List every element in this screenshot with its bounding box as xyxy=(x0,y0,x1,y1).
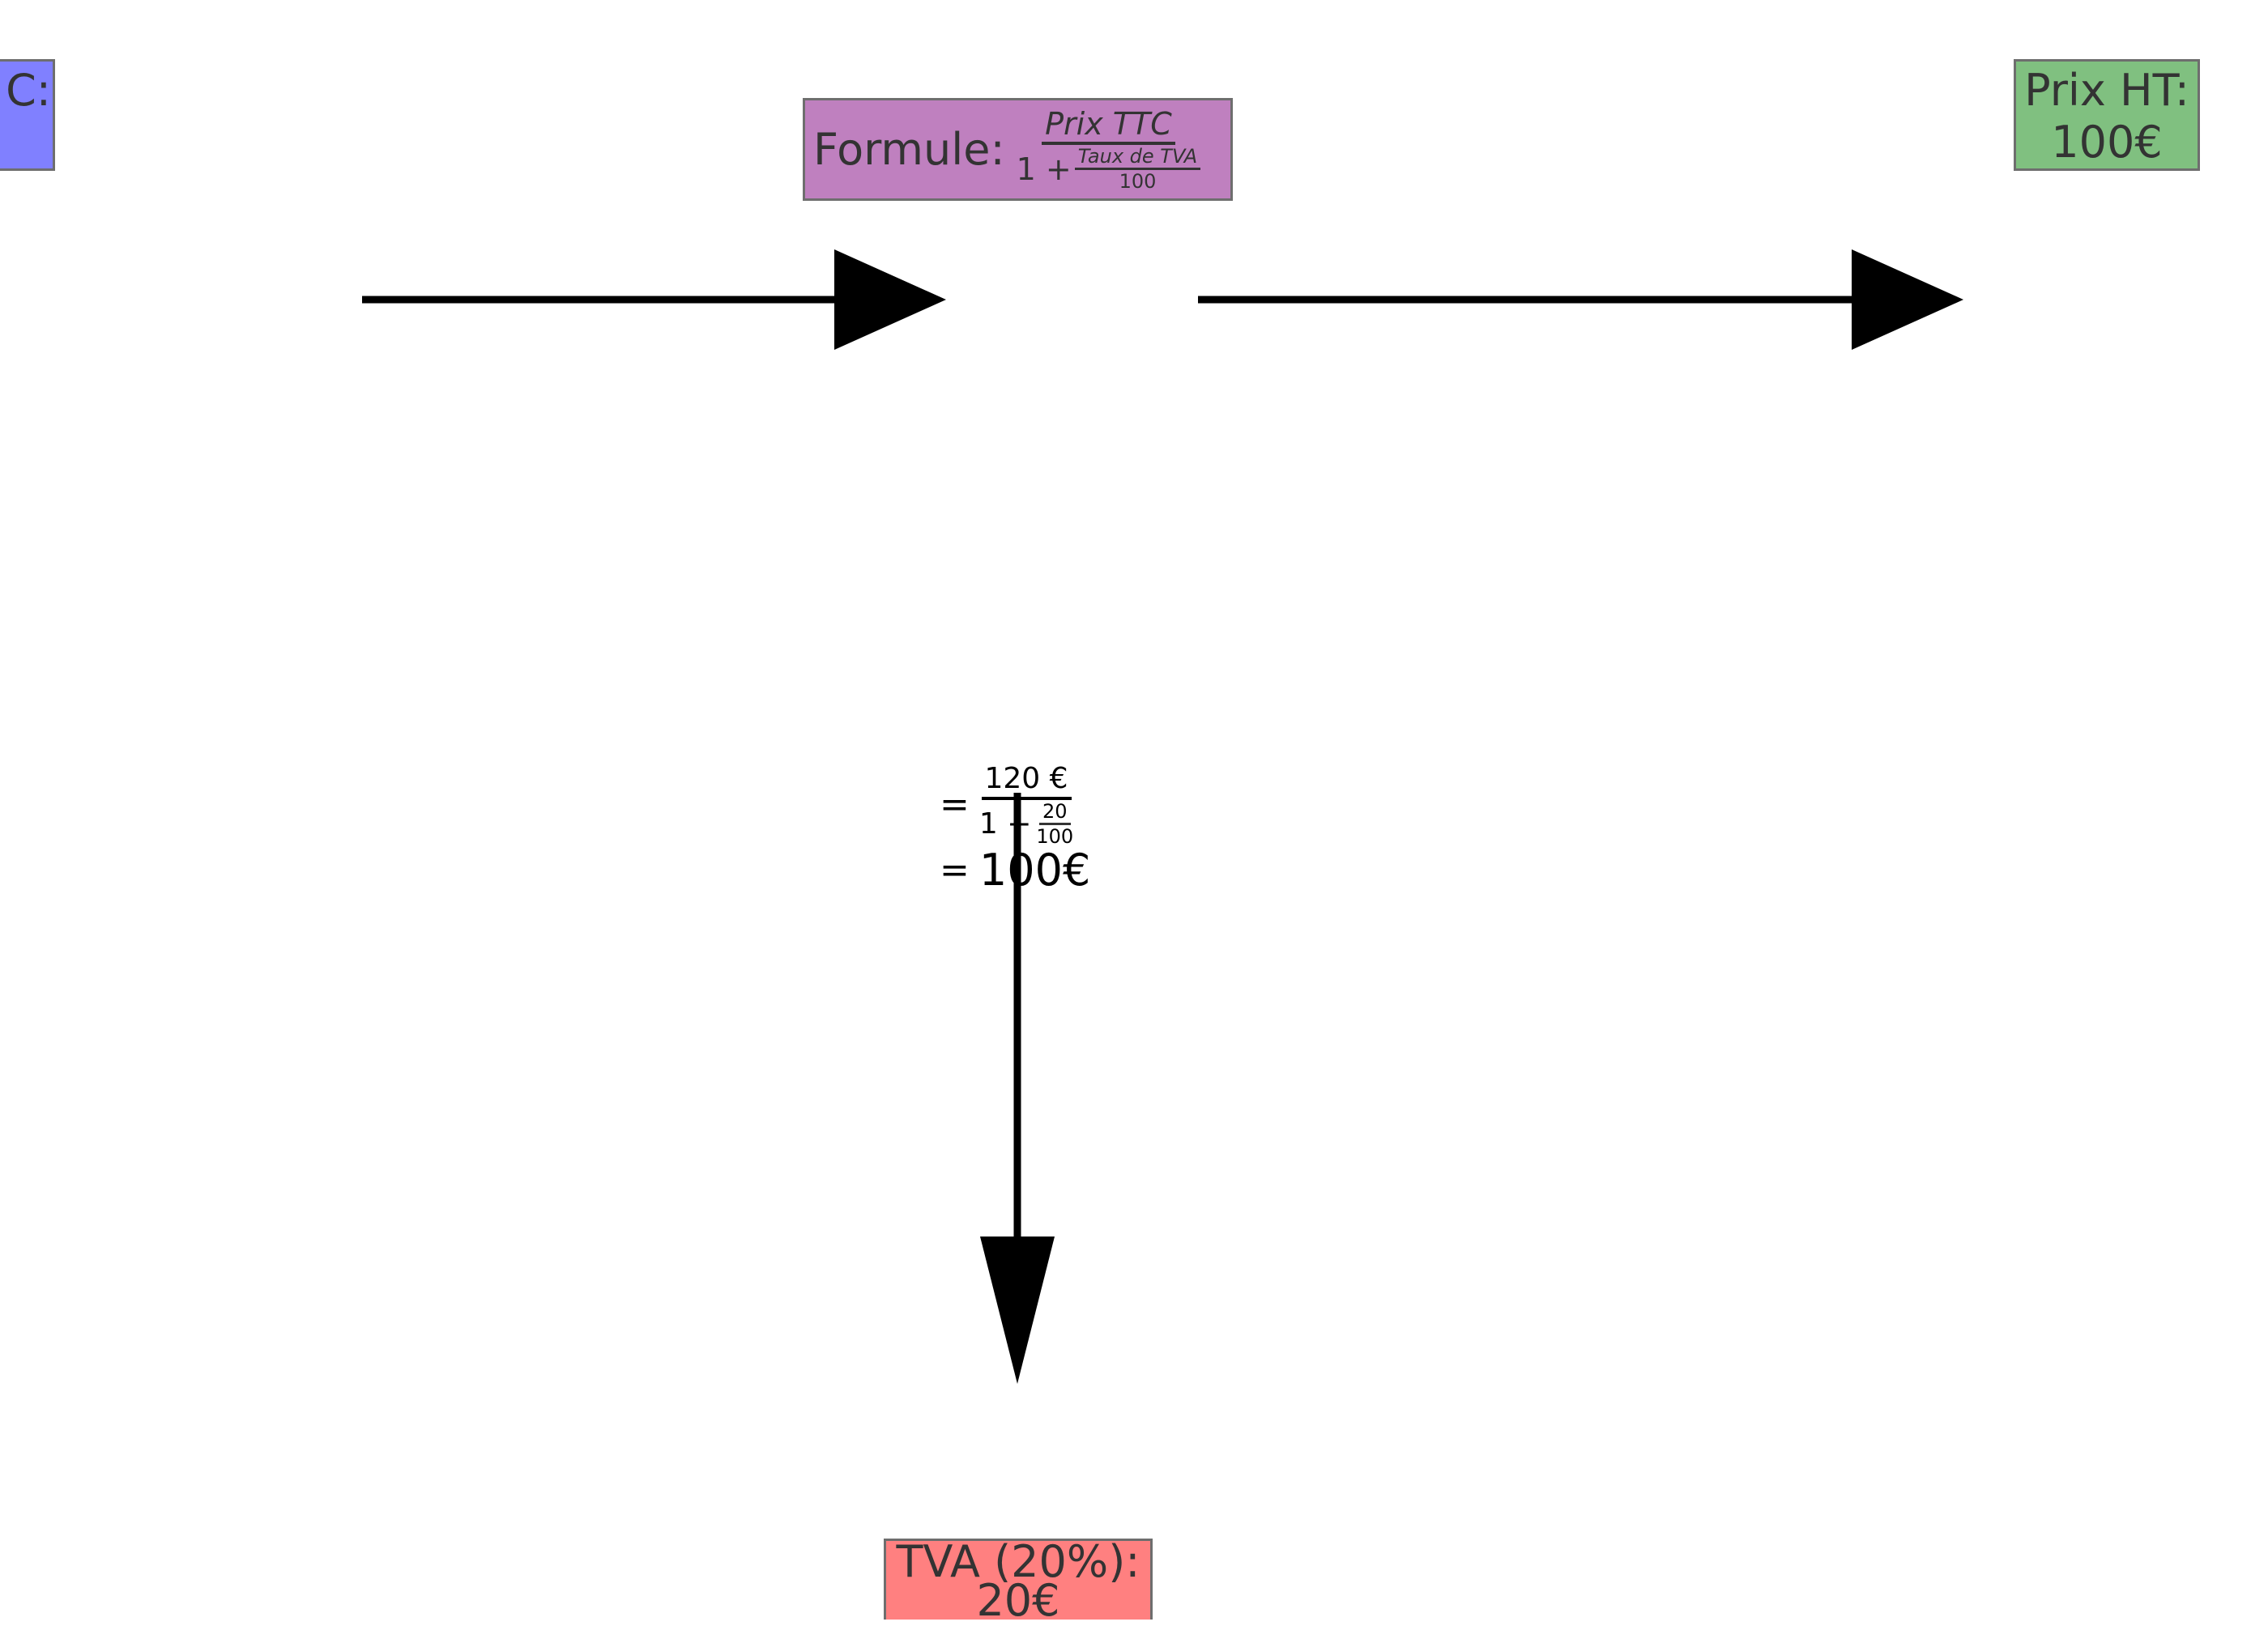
calc-numerator: 120 € xyxy=(981,761,1072,800)
prix-ht-label: Prix HT: xyxy=(2024,65,2189,116)
formula-fraction: Prix TTC 1 + Taux de TVA 100 xyxy=(1017,106,1201,193)
tva-value: 20€ xyxy=(976,1575,1060,1626)
calculation: = 120 € 1 + 20 100 = 100€ xyxy=(940,761,1090,896)
equals-sign: = xyxy=(940,784,970,825)
formula-numerator: Prix TTC xyxy=(1042,106,1175,145)
formula-label: Formule: xyxy=(813,123,1005,175)
arrow-ttc-to-formula xyxy=(362,249,946,350)
prix-ttc-node: C: xyxy=(0,59,55,171)
prix-ht-value: 100€ xyxy=(2051,117,2163,168)
equals-sign: = xyxy=(940,849,970,891)
calc-denominator-prefix: 1 + xyxy=(978,807,1032,841)
formula-denominator-prefix: 1 + xyxy=(1016,151,1072,187)
calc-result: 100€ xyxy=(978,845,1091,896)
arrow-formula-to-tva xyxy=(980,793,1055,1384)
arrow-formula-to-ht xyxy=(1198,249,1963,350)
calc-inner-denominator: 100 xyxy=(1036,825,1074,848)
tva-label: TVA (20%): xyxy=(896,1536,1140,1587)
prix-ht-node: Prix HT: 100€ xyxy=(2014,59,2200,171)
tva-node: TVA (20%): 20€ xyxy=(884,1536,1153,1626)
formula-node: Formule: Prix TTC 1 + Taux de TVA 100 xyxy=(803,98,1233,201)
prix-ttc-label: C: xyxy=(6,65,51,116)
calc-inner-numerator: 20 xyxy=(1039,800,1071,825)
formula-inner-denominator: 100 xyxy=(1119,170,1157,193)
formula-inner-numerator: Taux de TVA xyxy=(1074,145,1201,170)
